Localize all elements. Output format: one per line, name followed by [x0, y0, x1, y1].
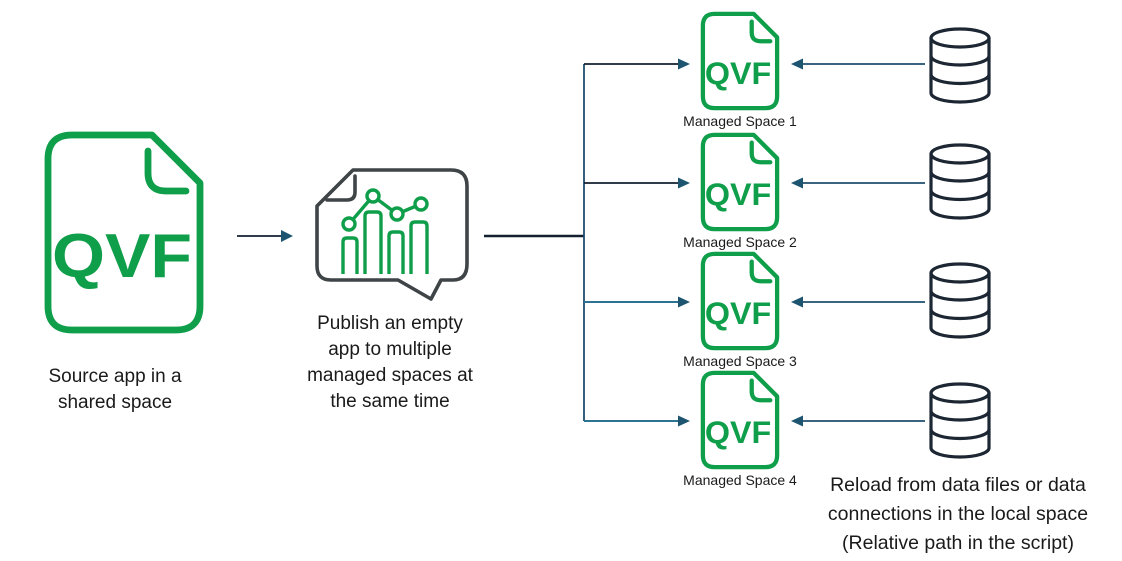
arrowhead-branch-4	[678, 415, 690, 427]
database-icon-1	[928, 27, 992, 105]
bar-chart-bubble-icon	[315, 168, 469, 301]
managed-qvf-group-2: QVF	[697, 130, 783, 234]
managed-qvf-group-1: QVF	[697, 9, 783, 113]
qvf-file-icon: QVF	[700, 370, 780, 470]
managed-qvf-group-3: QVF	[697, 249, 783, 353]
source-app-caption: Source app in a shared space	[48, 366, 182, 413]
arrowhead-branch-1	[678, 58, 690, 70]
qvf-file-icon: QVF	[44, 131, 204, 334]
publish-caption: Publish an empty app to multiple managed…	[307, 313, 473, 412]
managed-qvf-label-4: QVF	[705, 415, 771, 450]
source-qvf-group: QVF	[36, 125, 212, 340]
qvf-file-icon: QVF	[700, 251, 780, 351]
source-qvf-label: QVF	[52, 222, 192, 291]
arrowhead-source-to-publish	[281, 230, 293, 242]
managed-qvf-group-4: QVF	[697, 368, 783, 472]
database-icon-3	[928, 262, 992, 340]
managed-qvf-label-3: QVF	[705, 296, 771, 331]
managed-qvf-label-2: QVF	[705, 177, 771, 212]
managed-space-caption-4: Managed Space 4	[683, 472, 797, 488]
bar-chart-icon	[341, 188, 429, 274]
managed-space-caption-3: Managed Space 3	[683, 353, 797, 369]
database-icon-2	[928, 143, 992, 221]
managed-qvf-label-1: QVF	[705, 56, 771, 91]
reload-note: Reload from data files or data connectio…	[827, 474, 1089, 554]
arrowhead-reload-2	[791, 177, 803, 189]
qvf-file-icon: QVF	[700, 11, 780, 111]
managed-space-caption-2: Managed Space 2	[683, 234, 797, 250]
qvf-file-icon: QVF	[700, 132, 780, 232]
arrowhead-reload-1	[791, 58, 803, 70]
database-icon-4	[928, 382, 992, 460]
managed-space-caption-1: Managed Space 1	[683, 113, 797, 129]
arrowhead-branch-2	[678, 177, 690, 189]
arrowhead-branch-3	[678, 296, 690, 308]
arrowhead-reload-4	[791, 415, 803, 427]
publish-bubble-group	[313, 166, 471, 306]
arrowhead-reload-3	[791, 296, 803, 308]
